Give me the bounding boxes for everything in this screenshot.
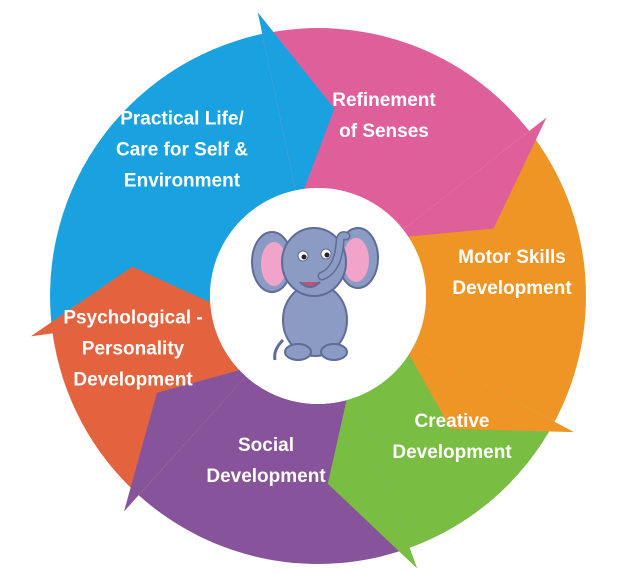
arrowhead-creative <box>327 384 418 569</box>
arrowhead-practical-life <box>257 12 335 205</box>
label-practical-life: Practical Life/ Care for Self & Environm… <box>116 108 248 192</box>
elephant-icon <box>251 227 379 361</box>
segment-practical-life <box>50 33 296 343</box>
label-psychological: Psychological - Personality Development <box>63 307 203 391</box>
arrowhead-social <box>124 365 256 512</box>
segment-refinement-of-senses <box>262 28 530 230</box>
label-creative: Creative Development <box>392 411 512 463</box>
arrowhead-refinement-of-senses <box>392 117 547 239</box>
arrowhead-motor-skills <box>401 340 575 433</box>
segment-psychological <box>52 311 246 496</box>
label-motor-skills: Motor Skills Development <box>452 247 572 299</box>
arrowhead-psychological <box>30 266 225 337</box>
label-social: Social Development <box>206 435 326 487</box>
label-refinement-of-senses: Refinement of Senses <box>332 90 436 142</box>
